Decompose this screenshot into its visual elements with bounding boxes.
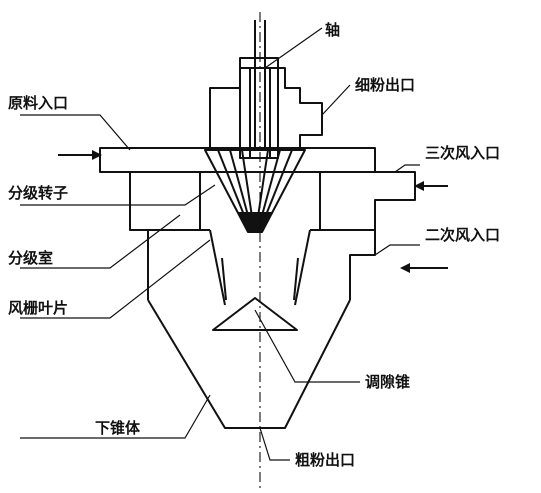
label-vanes: 风栅叶片 [8,299,68,317]
label-cone-adjust: 调隙锥 [365,373,410,391]
raw-inlet-arrow [58,150,102,160]
gap-adjust-cone [212,297,298,331]
label-secondary-inlet: 二次风入口 [425,226,500,244]
label-rotor: 分级转子 [8,184,68,202]
label-shaft: 轴 [325,21,340,39]
leader-lines [20,27,420,461]
label-lower-cone: 下锥体 [95,419,141,437]
top-plate [99,147,376,173]
label-raw-inlet: 原料入口 [8,94,68,112]
label-tertiary-inlet: 三次风入口 [425,144,500,162]
secondary-inlet-arrow [400,263,448,273]
classifier-rotor [204,149,306,233]
label-fine-outlet: 细粉出口 [355,76,415,94]
chamber-body [100,171,416,300]
label-chamber: 分级室 [8,249,53,267]
tertiary-inlet-arrow [414,181,448,191]
lower-cone [147,299,351,429]
label-coarse-outlet: 粗粉出口 [295,451,355,469]
shaft [254,20,266,150]
grille-vanes [209,229,311,306]
